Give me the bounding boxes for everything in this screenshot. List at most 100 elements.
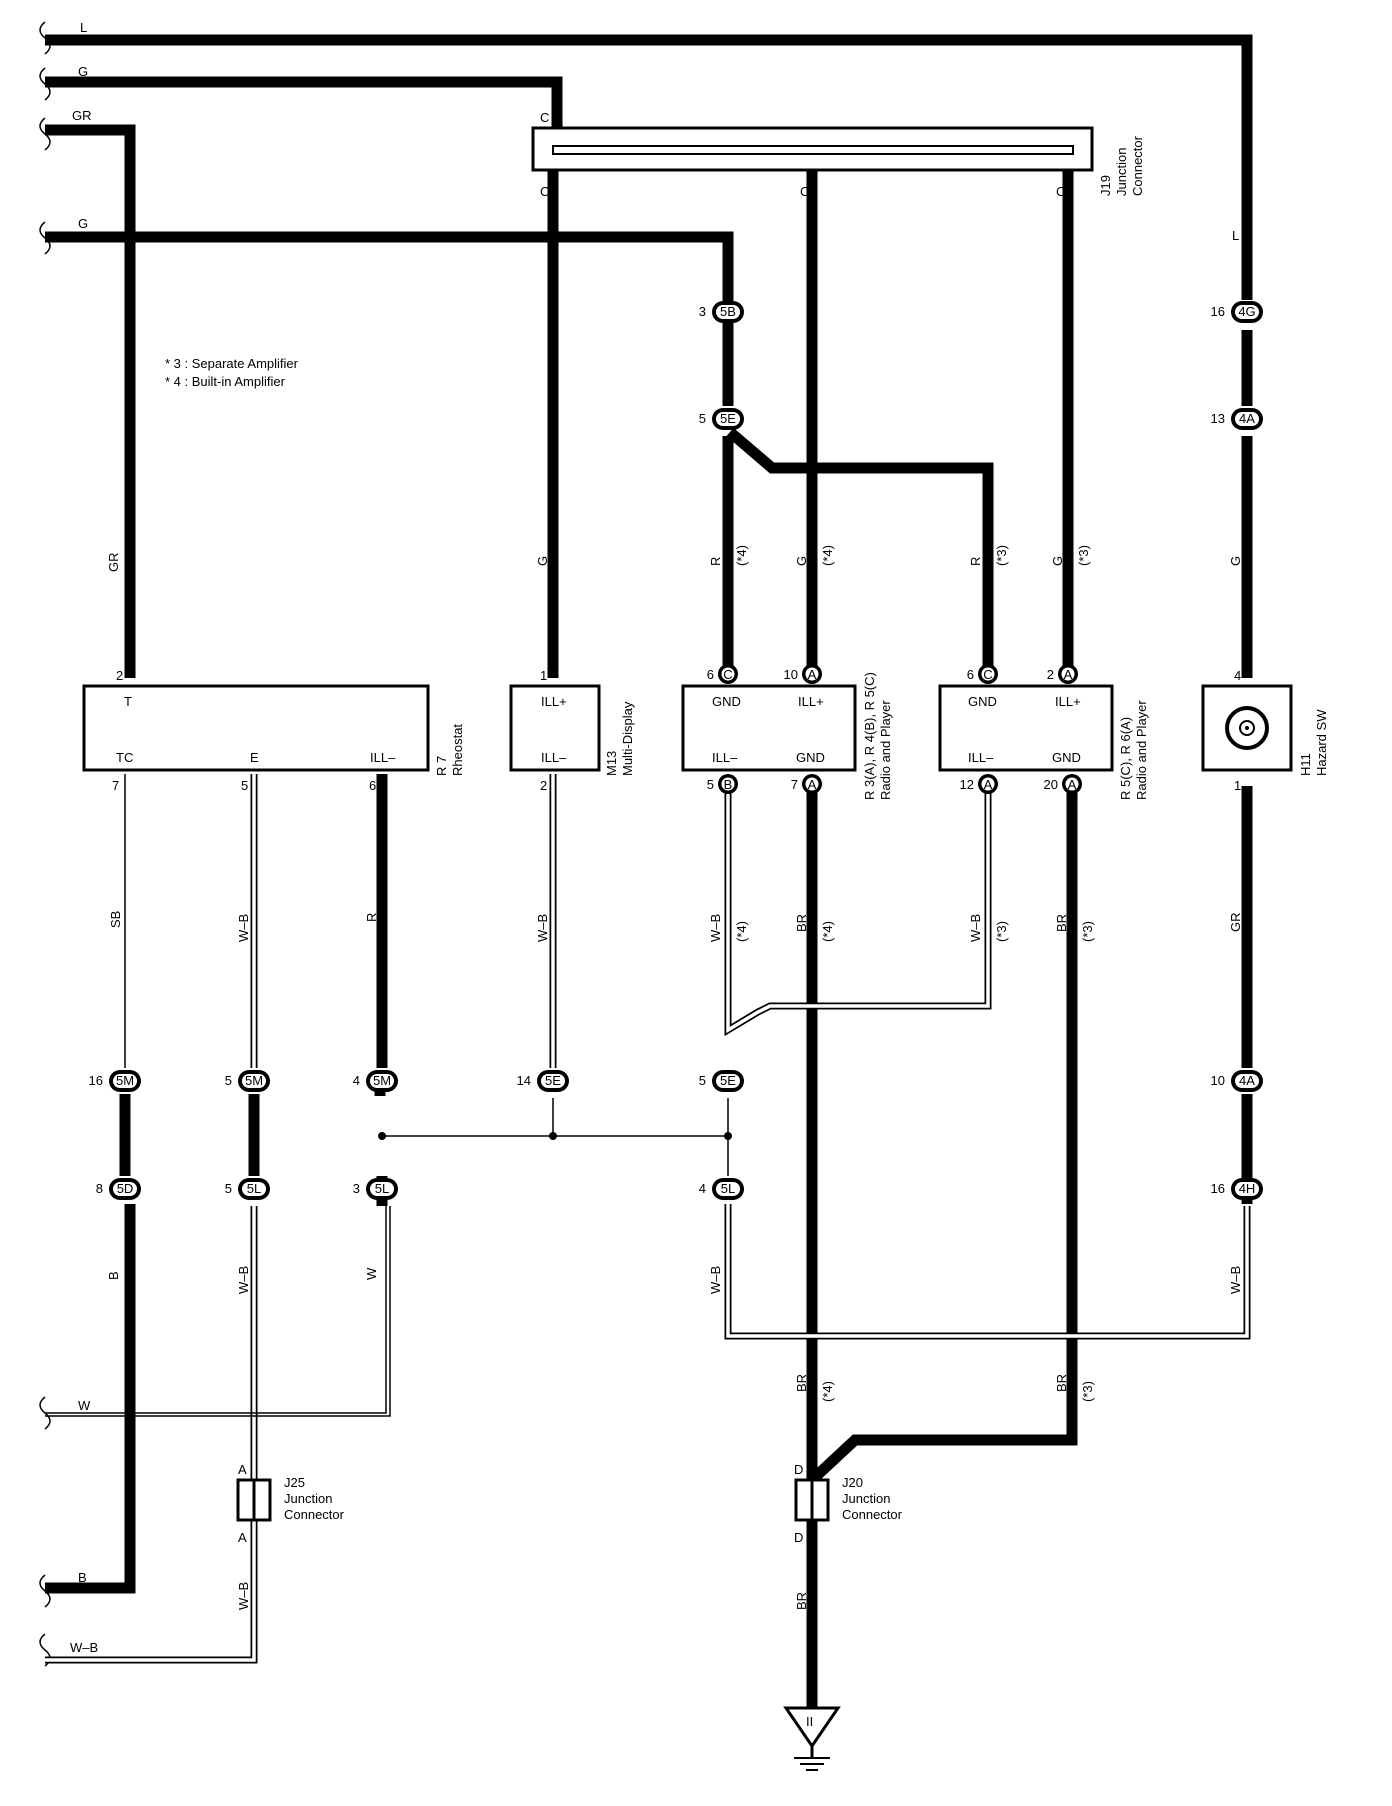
svg-text:GND: GND (796, 750, 825, 765)
svg-text:Hazard SW: Hazard SW (1314, 709, 1329, 776)
svg-text:4: 4 (353, 1073, 360, 1088)
svg-text:Junction: Junction (1114, 148, 1129, 196)
svg-text:(*4): (*4) (820, 1381, 835, 1402)
svg-text:Rheostat: Rheostat (450, 724, 465, 776)
note-separate-amplifier: * 3 : Separate Amplifier (165, 356, 299, 371)
svg-text:GR: GR (72, 108, 92, 123)
svg-text:5E: 5E (720, 1073, 736, 1088)
svg-text:ILL–: ILL– (541, 750, 567, 765)
svg-text:12: 12 (960, 777, 974, 792)
svg-text:T: T (124, 694, 132, 709)
svg-text:13: 13 (1211, 411, 1225, 426)
svg-text:A: A (1068, 777, 1077, 792)
svg-text:B: B (106, 1271, 121, 1280)
svg-text:5L: 5L (247, 1181, 261, 1196)
svg-text:5L: 5L (375, 1181, 389, 1196)
wire-break-marks (39, 21, 51, 1667)
connector-5l-4: 5L 4 (699, 1178, 744, 1200)
svg-text:GND: GND (1052, 750, 1081, 765)
svg-text:ILL–: ILL– (370, 750, 396, 765)
svg-text:ILL–: ILL– (968, 750, 994, 765)
svg-text:W: W (78, 1398, 91, 1413)
svg-text:G: G (535, 556, 550, 566)
svg-text:5E: 5E (720, 411, 736, 426)
svg-text:5M: 5M (245, 1073, 263, 1088)
svg-text:C: C (540, 184, 549, 199)
connector-5m-4: 5M 4 (353, 1070, 398, 1092)
svg-text:20: 20 (1044, 777, 1058, 792)
svg-text:G: G (78, 64, 88, 79)
svg-text:C: C (1056, 184, 1065, 199)
svg-text:(*3): (*3) (1076, 545, 1091, 566)
svg-text:4: 4 (699, 1181, 706, 1196)
svg-text:R: R (364, 913, 379, 922)
connector-5l-5: 5L 5 (225, 1178, 270, 1200)
svg-text:5: 5 (699, 1073, 706, 1088)
note-built-in-amplifier: * 4 : Built-in Amplifier (165, 374, 286, 389)
svg-text:Connector: Connector (842, 1507, 903, 1522)
svg-text:5D: 5D (117, 1181, 134, 1196)
svg-text:W–B: W–B (70, 1640, 98, 1655)
svg-text:6: 6 (967, 667, 974, 682)
j19-junction-connector: C C C C J19 Junction Connector (531, 110, 1145, 199)
svg-text:J19: J19 (1098, 175, 1113, 196)
svg-text:(*3): (*3) (994, 545, 1009, 566)
svg-text:4A: 4A (1239, 1073, 1255, 1088)
svg-text:GND: GND (712, 694, 741, 709)
svg-text:ILL+: ILL+ (541, 694, 567, 709)
connector-5e-5: 5E 5 (699, 1070, 744, 1092)
svg-text:W–B: W–B (1228, 1266, 1243, 1294)
svg-text:C: C (983, 667, 992, 682)
svg-text:A: A (1064, 667, 1073, 682)
svg-text:5: 5 (225, 1181, 232, 1196)
svg-text:3: 3 (353, 1181, 360, 1196)
svg-text:R: R (968, 557, 983, 566)
connector-5d-8: 5D8 (96, 1178, 141, 1200)
svg-text:E: E (250, 750, 259, 765)
svg-text:5L: 5L (721, 1181, 735, 1196)
connector-5b: 5B3 (699, 301, 744, 323)
svg-text:W–B: W–B (236, 914, 251, 942)
svg-text:R: R (708, 557, 723, 566)
connector-5e-top: 5E5 (699, 408, 744, 430)
thick-wires (45, 34, 1253, 1710)
svg-text:Junction: Junction (284, 1491, 332, 1506)
svg-text:GR: GR (106, 553, 121, 573)
svg-text:BR: BR (794, 914, 809, 932)
svg-text:5: 5 (241, 778, 248, 793)
svg-text:II: II (806, 1714, 813, 1729)
r5-radio-player: GND ILL+ ILL– GND C 6 A 2 A 12 A 20 R 5(… (938, 664, 1149, 800)
svg-text:W–B: W–B (236, 1582, 251, 1610)
svg-text:10: 10 (784, 667, 798, 682)
svg-text:A: A (984, 777, 993, 792)
connector-5m-5: 5M 5 (225, 1070, 270, 1092)
svg-text:4H: 4H (1239, 1181, 1256, 1196)
svg-text:14: 14 (517, 1073, 531, 1088)
svg-text:W: W (364, 1267, 379, 1280)
svg-text:2: 2 (116, 668, 123, 683)
m13-multi-display: ILL+ ILL– 1 2 M13 Multi-Display (509, 668, 635, 793)
svg-text:(*4): (*4) (734, 545, 749, 566)
svg-text:5M: 5M (373, 1073, 391, 1088)
svg-text:D: D (794, 1462, 803, 1477)
svg-text:(*3): (*3) (994, 921, 1009, 942)
svg-text:4A: 4A (1239, 411, 1255, 426)
svg-text:Radio and Player: Radio and Player (878, 700, 893, 800)
svg-text:A: A (808, 667, 817, 682)
svg-text:5: 5 (225, 1073, 232, 1088)
h11-hazard-switch: 4 1 H11 Hazard SW (1201, 668, 1329, 793)
r7-rheostat: T TC E ILL– 2 7 5 6 R 7 Rheostat (82, 668, 465, 793)
svg-text:D: D (794, 1530, 803, 1545)
svg-text:C: C (723, 667, 732, 682)
svg-text:G: G (1050, 556, 1065, 566)
svg-text:W–B: W–B (535, 914, 550, 942)
svg-text:J25: J25 (284, 1475, 305, 1490)
connector-4a-top: 4A 13 (1211, 408, 1263, 430)
svg-text:W–B: W–B (708, 914, 723, 942)
svg-text:5B: 5B (720, 304, 736, 319)
